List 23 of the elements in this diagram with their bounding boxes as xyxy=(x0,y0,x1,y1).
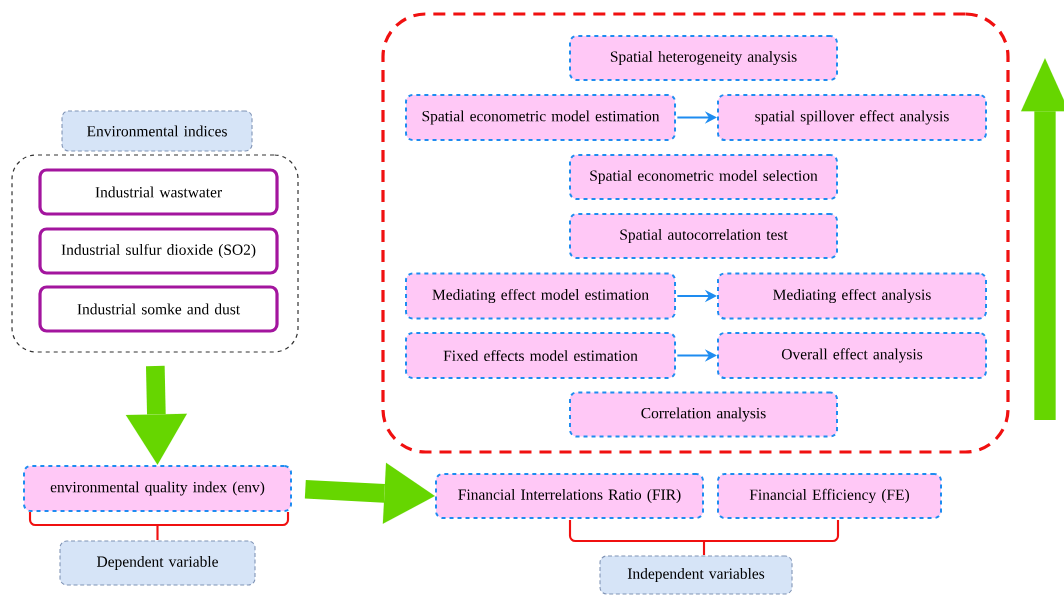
category-box: Dependent variable xyxy=(59,540,256,586)
process-box: Spatial econometric model selection xyxy=(569,154,838,200)
group-frame xyxy=(381,12,1010,454)
process-box: Mediating effect model estimation xyxy=(405,272,676,320)
arrow xyxy=(304,462,435,524)
process-box: Spatial autocorrelation test xyxy=(569,213,838,259)
process-box: Correlation analysis xyxy=(569,391,838,438)
process-box: Spatial heterogeneity analysis xyxy=(569,35,838,81)
category-box: Environmental indices xyxy=(61,110,253,152)
process-box: Overall effect analysis xyxy=(717,332,987,379)
process-box: Financial Interrelations Ratio (FIR) xyxy=(435,473,704,519)
arrow xyxy=(125,365,187,465)
process-box: Financial Efficiency (FE) xyxy=(717,473,942,519)
indicator-box: Industrial sulfur dioxide (SO2) xyxy=(38,227,279,275)
process-box: environmental quality index (env) xyxy=(23,465,292,512)
process-box: Fixed effects model estimation xyxy=(405,332,676,379)
indicator-box: Industrial wastwater xyxy=(38,168,279,216)
group-frame xyxy=(11,154,299,353)
category-box: Independent variables xyxy=(599,555,793,595)
indicator-box: Industrial somke and dust xyxy=(38,285,279,333)
process-box: Mediating effect analysis xyxy=(717,272,987,320)
process-box: spatial spillover effect analysis xyxy=(717,94,987,141)
process-box: Spatial econometric model estimation xyxy=(405,94,676,141)
